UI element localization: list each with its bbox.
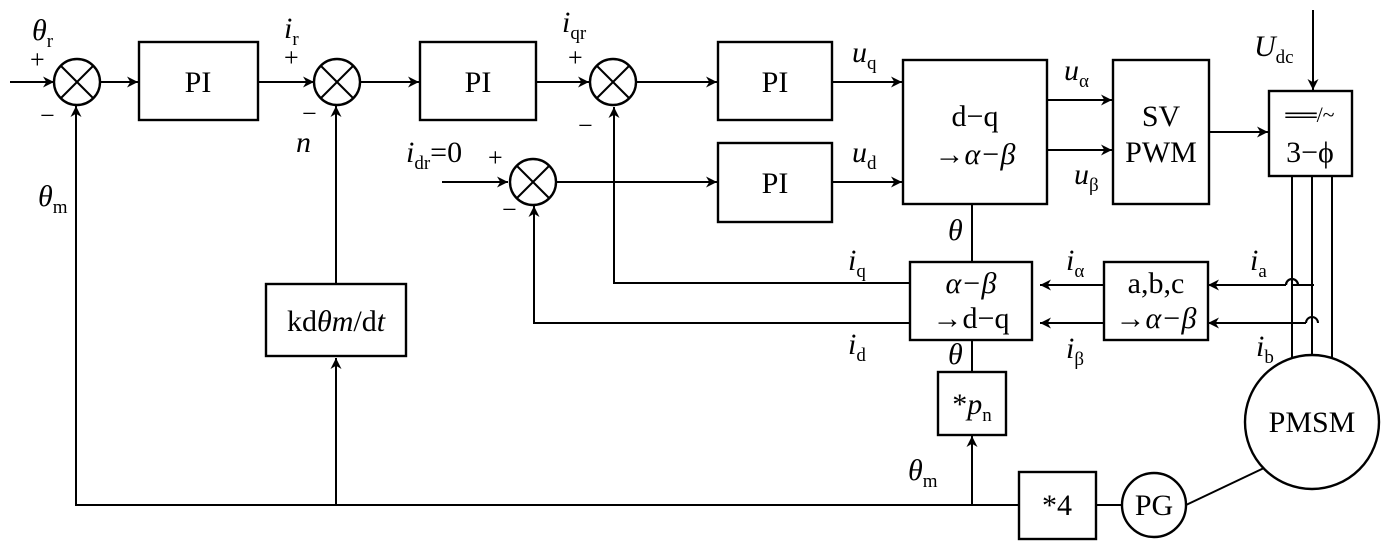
ia-bump-arc xyxy=(1285,278,1299,286)
signal-labels: θr + − θm ir + − n iqr + − idr=0 + − uq … xyxy=(30,6,1294,492)
dq-to-alphabeta-block xyxy=(901,58,1049,206)
iq-feedback-line xyxy=(608,107,910,284)
sum-junction-position xyxy=(52,57,102,107)
pi-id-block xyxy=(716,141,834,224)
pg-to-pmsm-line xyxy=(1185,467,1265,506)
theta-bottom-label: θ xyxy=(948,338,963,371)
n-label: n xyxy=(296,126,311,159)
abc-to-alphabeta-block xyxy=(1102,260,1210,342)
blocks: PI PI PI PI d−q →α−β SV PWM ══/~ 3−ϕ α−β… xyxy=(137,40,1381,541)
i-qr-label: iqr xyxy=(562,6,587,44)
theta-r-label: θr xyxy=(32,14,54,52)
i-q-label: iq xyxy=(848,244,866,282)
dq-to-alphabeta-line2: →α−β xyxy=(935,138,1016,171)
x4-label: *4 xyxy=(1042,489,1072,522)
pg-encoder-circle xyxy=(1120,471,1188,539)
i-dr-label: idr=0 xyxy=(406,136,462,174)
abc-to-alphabeta-line2: →α−β xyxy=(1116,302,1197,335)
theta-top-label: θ xyxy=(948,214,963,247)
pi-position-label: PI xyxy=(185,66,212,99)
pmsm-label: PMSM xyxy=(1269,406,1356,439)
connections xyxy=(10,10,1333,506)
i-alpha-label: iα xyxy=(1066,244,1084,282)
u-q-label: uq xyxy=(852,36,877,74)
alphabeta-to-dq-line2: →d−q xyxy=(933,302,1010,335)
pi-position-block xyxy=(137,40,260,122)
i-beta-label: iβ xyxy=(1066,332,1084,370)
i-r-label: ir xyxy=(284,12,299,50)
inverter-line2: 3−ϕ xyxy=(1286,136,1334,169)
sum4-plus-sign: + xyxy=(488,143,503,172)
alphabeta-to-dq-block xyxy=(908,260,1034,342)
u-alpha-label: uα xyxy=(1064,54,1089,92)
u-dc-label: Udc xyxy=(1254,30,1294,68)
inverter-line1: ══/~ xyxy=(1284,102,1334,127)
inverter-block xyxy=(1267,89,1354,178)
theta-m-feedback-line xyxy=(70,106,1018,506)
u-beta-label: uβ xyxy=(1074,158,1099,196)
pi-id-label: PI xyxy=(762,167,789,200)
x4-block xyxy=(1017,470,1098,541)
pg-label: PG xyxy=(1135,489,1173,522)
dq-to-alphabeta-line1: d−q xyxy=(952,100,999,133)
i-d-label: id xyxy=(848,328,866,366)
u-d-label: ud xyxy=(852,136,877,174)
speed-estimator-block xyxy=(264,282,408,358)
sum3-plus-sign: + xyxy=(568,43,583,72)
theta-m-bottom-label: θm xyxy=(908,454,938,492)
sum-junction-speed xyxy=(312,57,362,107)
sum3-minus-sign: − xyxy=(578,111,593,140)
alphabeta-to-dq-line1: α−β xyxy=(946,267,997,300)
pi-iq-label: PI xyxy=(762,66,789,99)
sum-junction-iq xyxy=(588,57,638,107)
sum1-plus-sign: + xyxy=(30,45,45,74)
sum4-minus-sign: − xyxy=(502,195,517,224)
speed-estimator-label: kdθm/dt xyxy=(287,305,386,338)
pole-pairs-block xyxy=(936,370,1008,437)
pmsm-motor-circle xyxy=(1243,353,1381,491)
summing-junctions xyxy=(52,57,638,207)
sum1-minus-sign: − xyxy=(40,101,55,130)
abc-to-alphabeta-line1: a,b,c xyxy=(1128,267,1185,300)
pi-iq-block xyxy=(716,40,834,122)
svpwm-block xyxy=(1111,58,1211,206)
svpwm-line2: PWM xyxy=(1125,136,1197,169)
i-a-label: ia xyxy=(1250,244,1267,282)
sum2-plus-sign: + xyxy=(284,43,299,72)
i-b-label: ib xyxy=(1256,330,1274,368)
pi-speed-block xyxy=(418,40,538,122)
sum2-minus-sign: − xyxy=(302,99,317,128)
ib-bump-arc xyxy=(1305,316,1319,324)
theta-m-left-label: θm xyxy=(38,180,68,218)
pole-pairs-label: *pn xyxy=(952,388,992,426)
svpwm-line1: SV xyxy=(1142,100,1181,133)
id-feedback-line xyxy=(528,206,910,324)
pi-speed-label: PI xyxy=(465,66,492,99)
sum-junction-id xyxy=(508,157,558,207)
